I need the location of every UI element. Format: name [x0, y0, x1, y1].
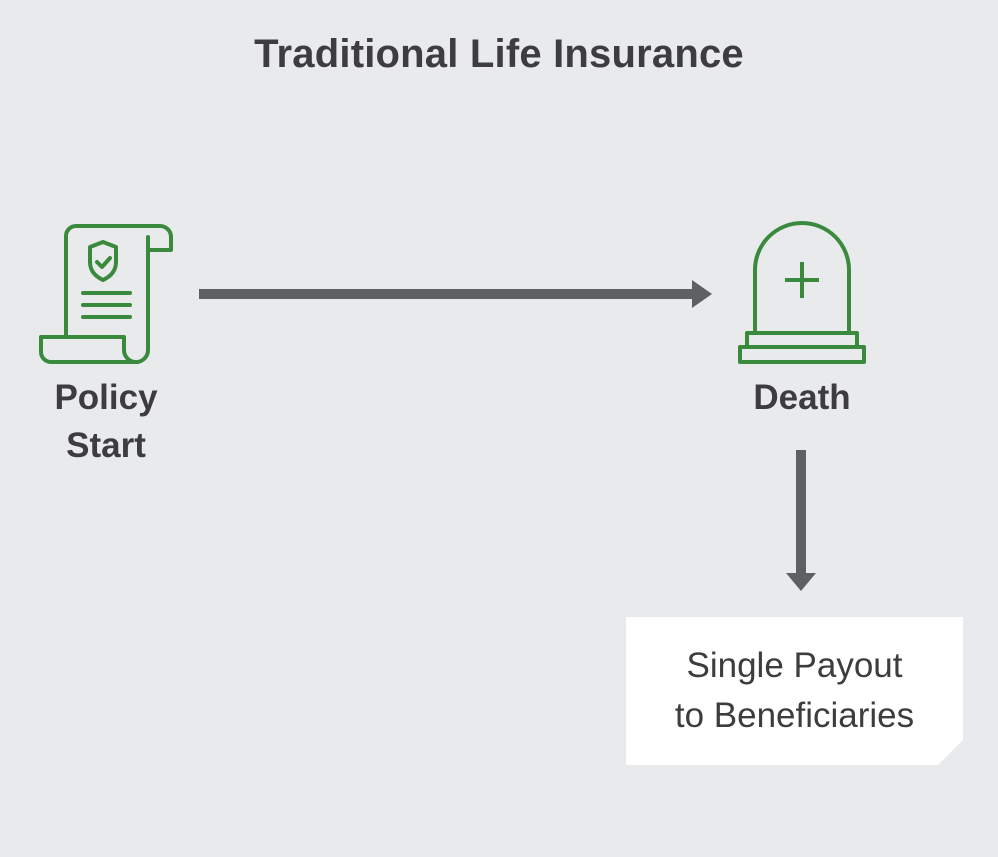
payout-line1: Single Payout — [686, 646, 903, 685]
arrow-death-to-payout — [786, 450, 816, 591]
death-label: Death — [753, 378, 851, 417]
payout-box: Single Payout to Beneficiaries — [626, 617, 963, 765]
arrow-policy-to-death — [199, 280, 712, 308]
policy-scroll-shield-icon — [39, 224, 173, 364]
diagram-title: Traditional Life Insurance — [254, 32, 744, 76]
payout-line2: to Beneficiaries — [674, 696, 915, 735]
policy-start-label: Policy Start — [36, 374, 176, 470]
tombstone-icon — [738, 221, 866, 364]
policy-start-line2: Start — [66, 426, 146, 465]
policy-start-line1: Policy — [54, 378, 158, 417]
